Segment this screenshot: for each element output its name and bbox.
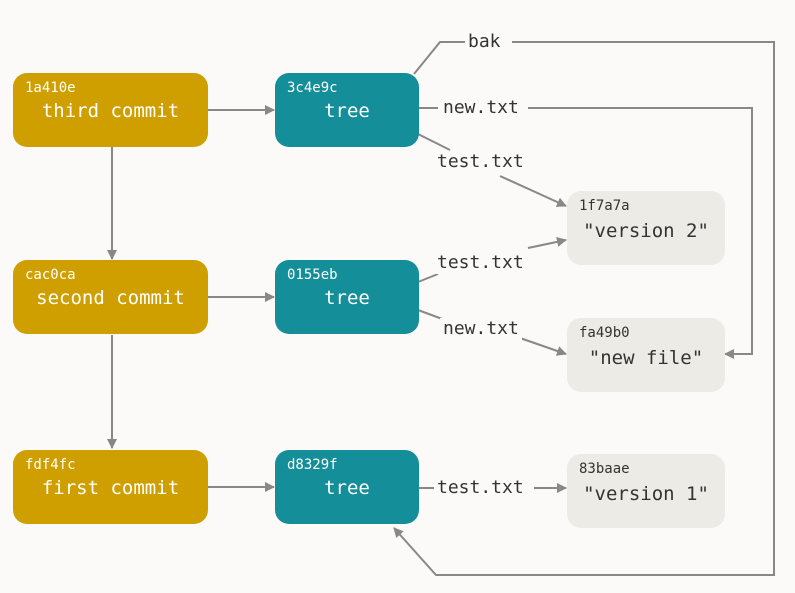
tree-hash: 0155eb [287, 267, 338, 283]
tree-node-d8329f[interactable]: d8329f tree [275, 450, 419, 524]
edge-test-txt-mid [417, 273, 439, 283]
blob-label: "new file" [588, 347, 704, 369]
edge-test-txt-top [417, 133, 451, 151]
edge-bak [413, 41, 465, 75]
blob-label: "version 2" [583, 220, 709, 242]
edge-test-txt-mid-long [527, 236, 567, 249]
tree-node-3c4e9c[interactable]: 3c4e9c tree [275, 73, 419, 147]
edge-label-test-txt-top: test.txt [434, 151, 527, 173]
blob-hash: fa49b0 [579, 325, 630, 341]
edge-bak-long [393, 41, 775, 576]
commit-node-first[interactable]: fdf4fc first commit [13, 450, 208, 524]
blob-node-1f7a7a[interactable]: 1f7a7a "version 2" [567, 191, 725, 265]
tree-hash: d8329f [287, 457, 338, 473]
commit-node-third[interactable]: 1a410e third commit [13, 73, 208, 147]
edge-label-bak: bak [465, 31, 504, 53]
edge-label-test-txt-bottom: test.txt [434, 477, 527, 499]
edge-label-new-txt-top: new.txt [440, 97, 522, 119]
tree-hash: 3c4e9c [287, 80, 338, 96]
tree-label: tree [324, 287, 370, 309]
blob-label: "version 1" [583, 483, 709, 505]
blob-node-83baae[interactable]: 83baae "version 1" [567, 454, 725, 528]
commit-node-second[interactable]: cac0ca second commit [13, 260, 208, 334]
edge-new-txt-mid-long [519, 337, 567, 356]
blob-hash: 83baae [579, 461, 630, 477]
commit-label: first commit [41, 477, 180, 499]
edge-label-new-txt-mid: new.txt [440, 318, 522, 340]
blob-hash: 1f7a7a [579, 198, 630, 214]
commit-hash: fdf4fc [25, 457, 76, 473]
edge-label-test-txt-mid: test.txt [434, 252, 527, 274]
edge-new-txt-top-long [528, 107, 753, 359]
tree-node-0155eb[interactable]: 0155eb tree [275, 260, 419, 334]
commit-label: third commit [41, 100, 180, 122]
tree-label: tree [324, 477, 370, 499]
tree-label: tree [324, 100, 370, 122]
commit-hash: 1a410e [25, 80, 76, 96]
commit-hash: cac0ca [25, 267, 76, 283]
commit-label: second commit [36, 287, 185, 309]
edge-test-txt-top-long [499, 175, 567, 207]
blob-node-fa49b0[interactable]: fa49b0 "new file" [567, 318, 725, 392]
